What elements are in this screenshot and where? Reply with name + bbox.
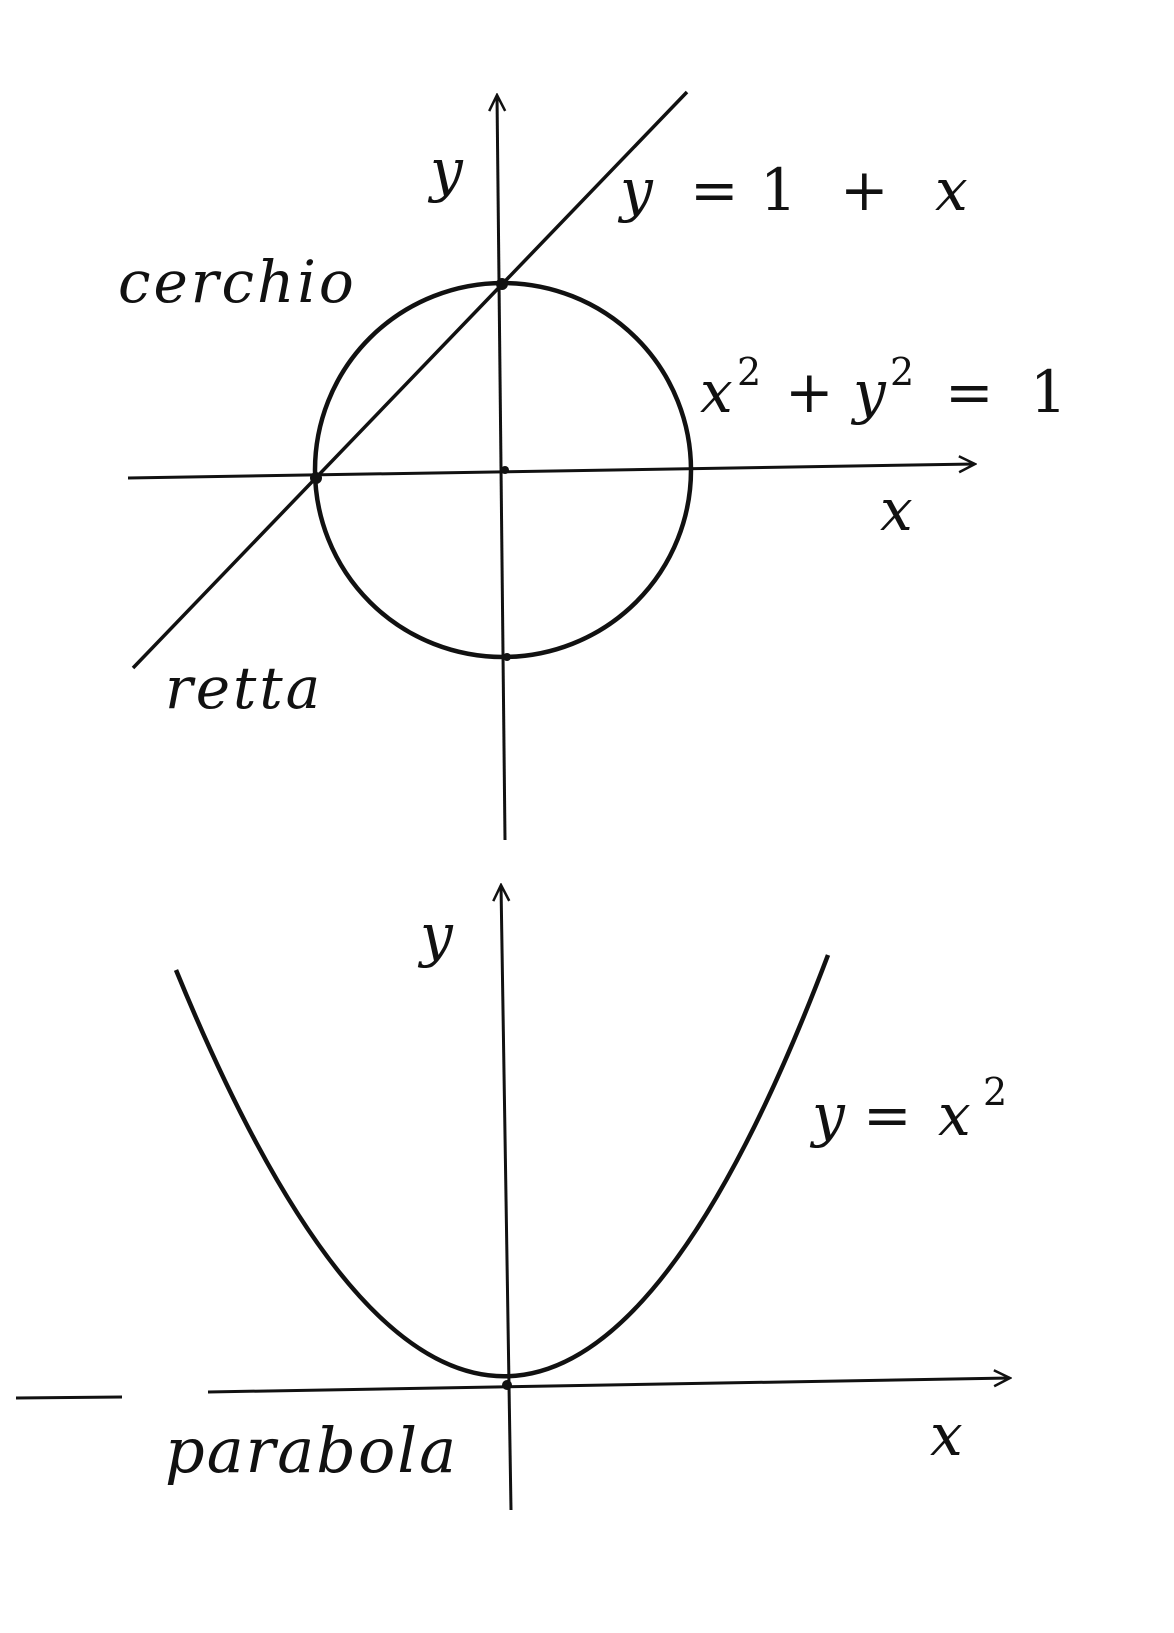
svg-text:1: 1 bbox=[760, 156, 797, 224]
intersection-point-left bbox=[310, 472, 322, 484]
top-x-axis bbox=[127, 464, 975, 480]
svg-text:x: x bbox=[935, 156, 968, 224]
line-y-equals-1-plus-x bbox=[131, 90, 689, 670]
svg-text:1: 1 bbox=[1030, 358, 1067, 426]
line-name-label: retta bbox=[165, 654, 323, 722]
bottom-y-axis bbox=[501, 885, 513, 1511]
svg-text:y: y bbox=[850, 358, 887, 426]
top-figure bbox=[127, 90, 975, 841]
svg-text:=: = bbox=[863, 1081, 912, 1149]
svg-text:+: + bbox=[785, 358, 834, 426]
svg-text:=: = bbox=[690, 156, 739, 224]
circle-name-label: cerchio bbox=[118, 248, 357, 316]
intersection-point-top bbox=[496, 278, 508, 290]
parabola-vertex-point bbox=[502, 1380, 512, 1390]
bottom-x-axis-stub bbox=[15, 1395, 123, 1400]
top-y-axis-label: y bbox=[427, 136, 464, 204]
top-y-axis bbox=[497, 95, 507, 841]
svg-text:y: y bbox=[617, 156, 654, 224]
bottom-figure bbox=[15, 885, 1010, 1511]
top-x-axis-label: x bbox=[880, 476, 913, 544]
svg-text:=: = bbox=[945, 358, 994, 426]
circle-bottom-point bbox=[503, 653, 511, 661]
svg-text:+: + bbox=[840, 156, 889, 224]
parabola-equation-label: y = x 2 bbox=[809, 1070, 1007, 1149]
bottom-x-axis bbox=[207, 1378, 1010, 1394]
svg-text:x: x bbox=[700, 358, 733, 426]
origin-point-top bbox=[501, 466, 509, 474]
svg-text:2: 2 bbox=[983, 1070, 1007, 1114]
svg-text:2: 2 bbox=[737, 350, 761, 394]
svg-text:y: y bbox=[809, 1081, 846, 1149]
parabola-curve bbox=[173, 954, 831, 1379]
circle-equation-label: x 2 + y 2 = 1 bbox=[700, 350, 1067, 426]
bottom-x-axis-label: x bbox=[930, 1401, 963, 1469]
svg-text:2: 2 bbox=[890, 350, 914, 394]
parabola-name-label: parabola bbox=[165, 1414, 458, 1487]
line-equation-label: y = 1 + x bbox=[617, 156, 968, 224]
svg-text:x: x bbox=[938, 1081, 971, 1149]
bottom-y-axis-label: y bbox=[417, 901, 454, 969]
